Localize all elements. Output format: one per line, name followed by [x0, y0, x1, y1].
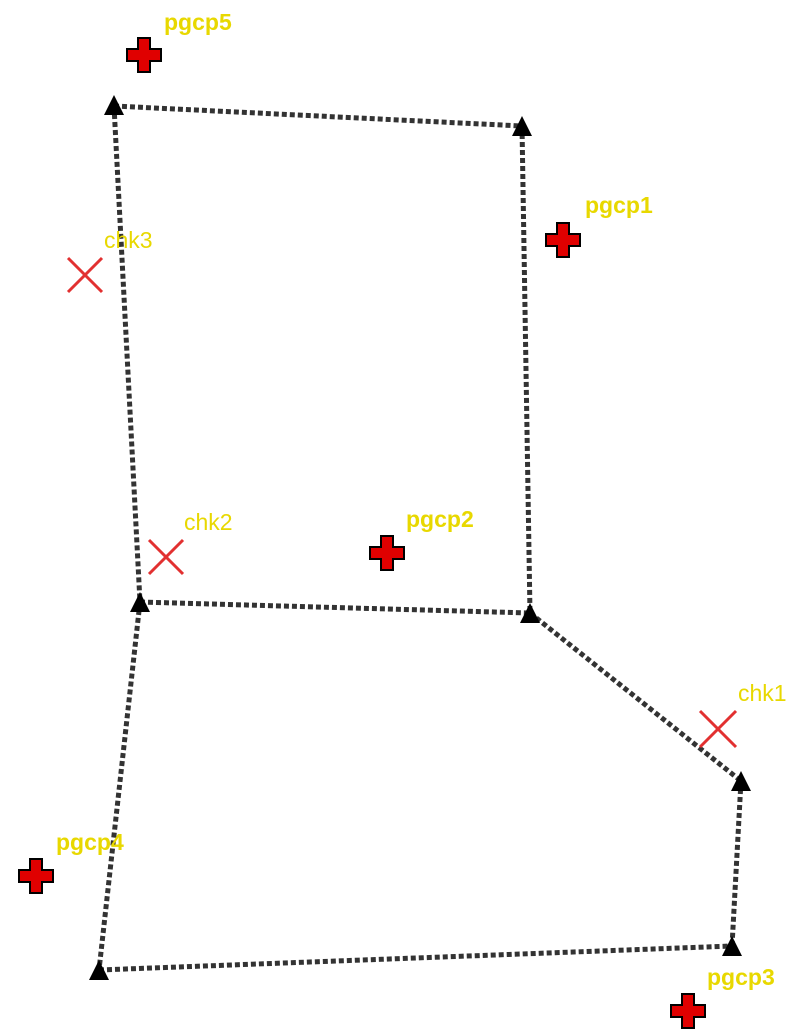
gcp-pgcp5	[126, 37, 162, 73]
traverse-line	[729, 780, 744, 947]
gcp-label-pgcp4: pgcp4	[56, 829, 124, 855]
traverse-line	[113, 103, 523, 129]
red-x-icon	[66, 256, 104, 294]
traverse-line	[111, 105, 143, 603]
check-points	[66, 256, 738, 749]
point-labels: pgcp5 pgcp1 pgcp2 pgcp4 pgcp3 chk3 chk2 …	[56, 9, 787, 990]
traverse-line	[96, 601, 143, 971]
red-cross-icon	[18, 858, 54, 894]
check-label-chk2: chk2	[184, 509, 233, 535]
red-cross-icon	[126, 37, 162, 73]
traverse-line	[139, 599, 531, 616]
red-cross-icon	[670, 993, 706, 1029]
black-triangle-icon	[731, 771, 751, 791]
red-x-icon	[147, 538, 185, 576]
red-cross-icon	[369, 535, 405, 571]
check-label-chk1: chk1	[738, 680, 787, 706]
ground-control-points	[18, 37, 706, 1029]
gcp-pgcp2	[369, 535, 405, 571]
gcp-label-pgcp5: pgcp5	[164, 9, 232, 35]
black-triangle-icon	[520, 603, 540, 623]
black-triangle-icon	[130, 592, 150, 612]
black-triangle-icon	[512, 116, 532, 136]
gcp-pgcp1	[545, 222, 581, 258]
check-point-chk1	[698, 709, 738, 749]
black-triangle-icon	[722, 936, 742, 956]
traverse-line	[519, 125, 533, 614]
red-cross-icon	[545, 222, 581, 258]
black-triangle-icon	[104, 95, 124, 115]
check-label-chk3: chk3	[104, 227, 153, 253]
black-triangle-icon	[89, 960, 109, 980]
gcp-label-pgcp3: pgcp3	[707, 964, 775, 990]
traverse-line	[528, 611, 743, 783]
traverse-stations	[89, 95, 751, 980]
red-x-icon	[698, 709, 738, 749]
gcp-pgcp3	[670, 993, 706, 1029]
traverse-line	[98, 943, 733, 973]
gcp-pgcp4	[18, 858, 54, 894]
check-point-chk2	[147, 538, 185, 576]
traverse-lines	[96, 103, 744, 973]
check-point-chk3	[66, 256, 104, 294]
gcp-label-pgcp2: pgcp2	[406, 506, 474, 532]
gcp-label-pgcp1: pgcp1	[585, 192, 653, 218]
